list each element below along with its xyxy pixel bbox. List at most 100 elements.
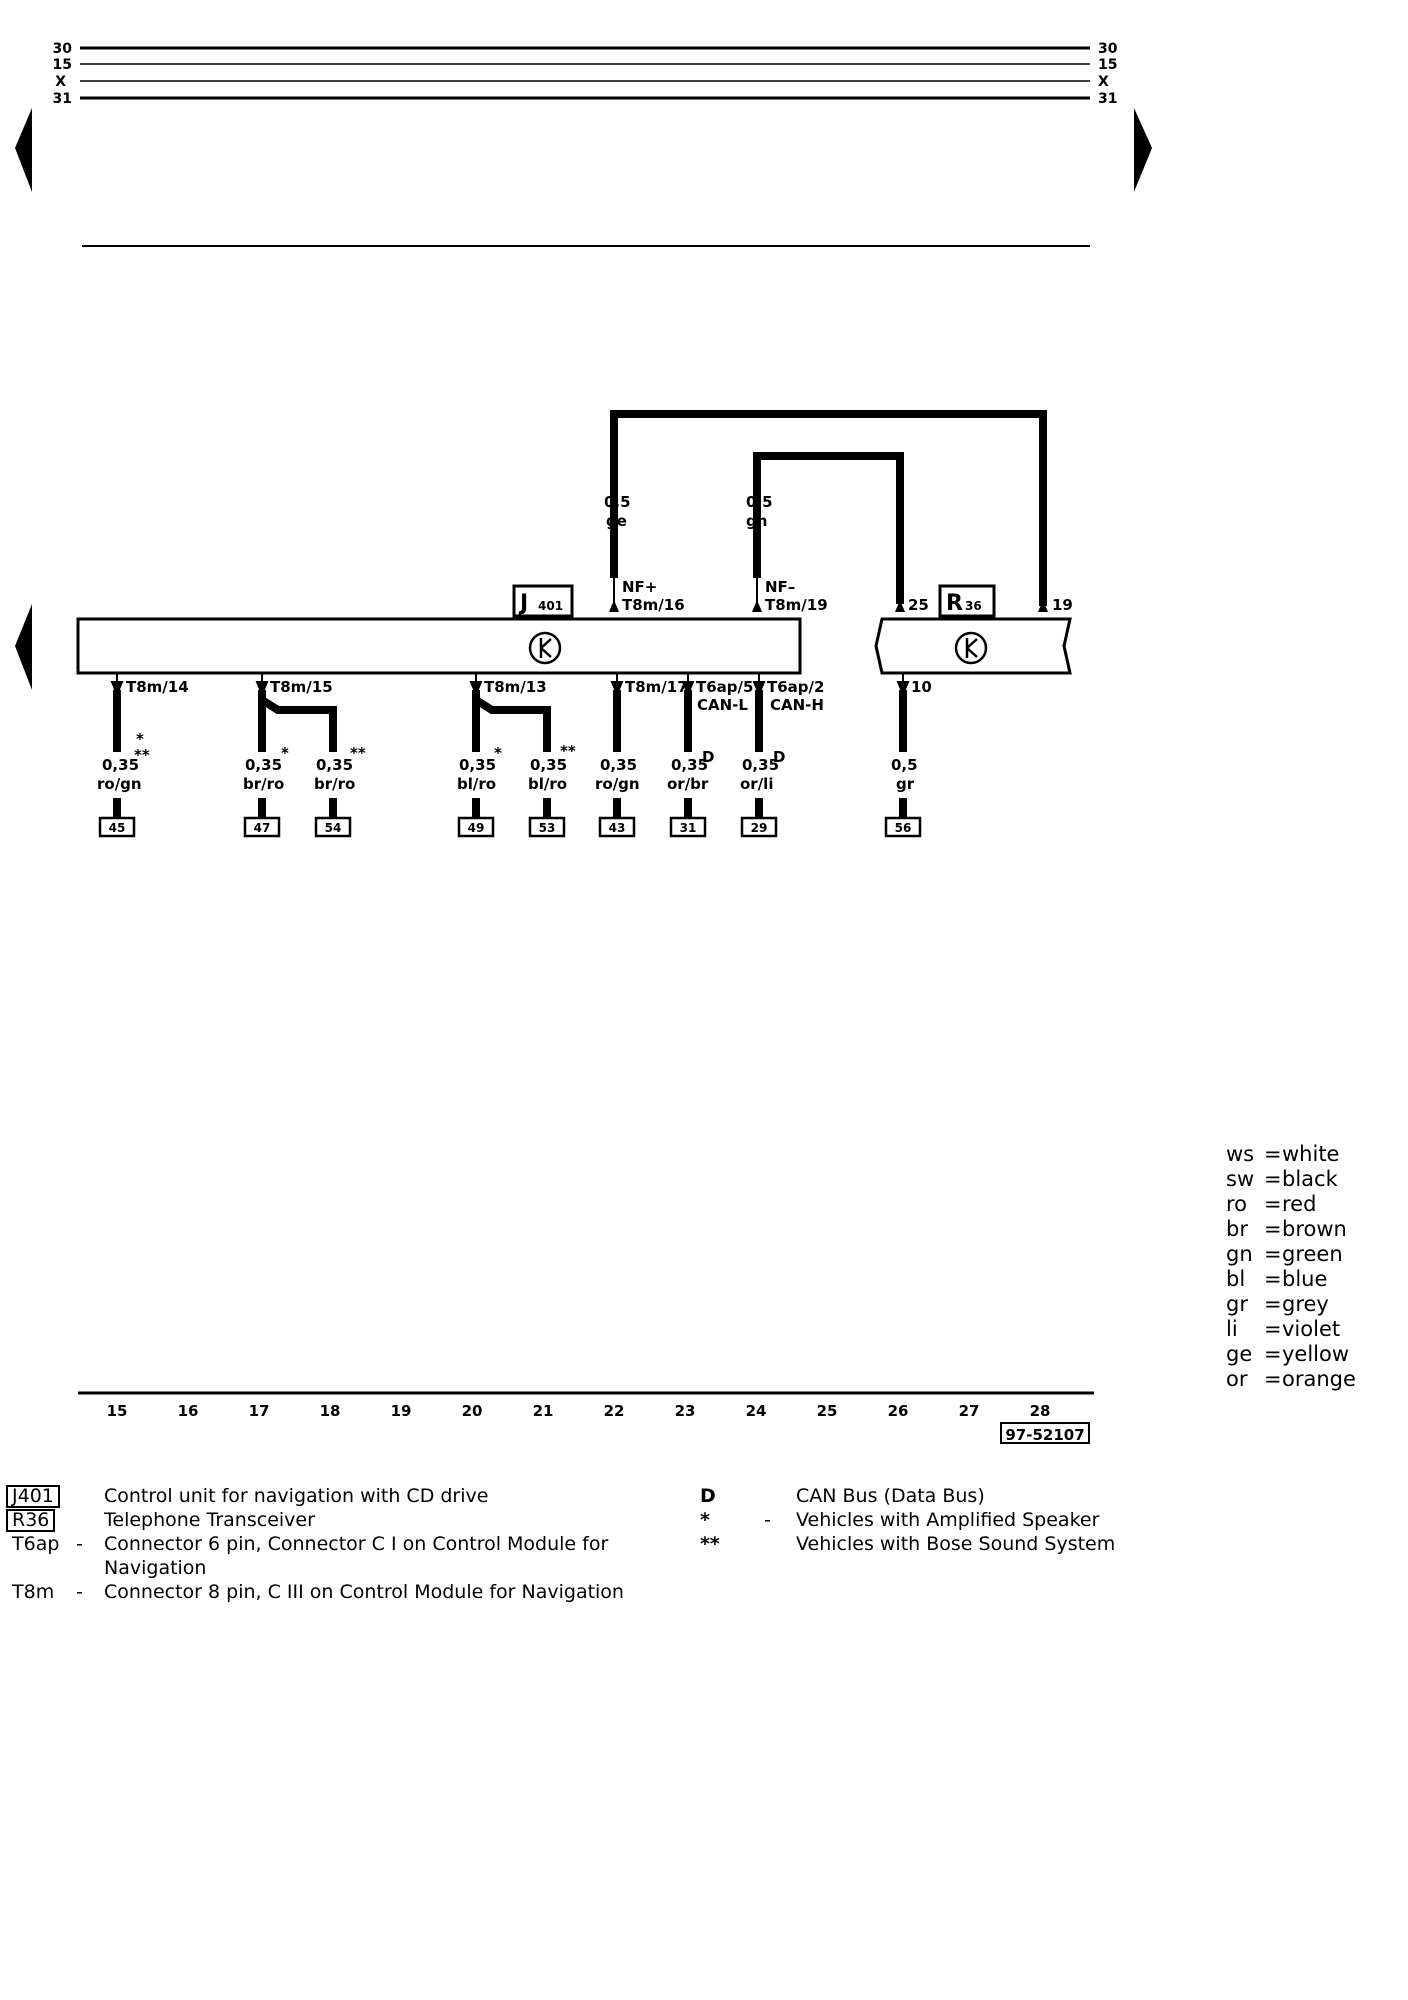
wire-7-color: or/br: [667, 775, 709, 793]
legend-equals: =: [1264, 1342, 1282, 1366]
pin-t8m15: T8m/15: [270, 678, 333, 696]
note-d-text: CAN Bus (Data Bus): [796, 1485, 985, 1507]
legend-abbr: bl: [1226, 1267, 1246, 1291]
wire-9-color: gr: [896, 775, 915, 793]
legend-name: black: [1282, 1167, 1338, 1191]
track-number-25: 25: [817, 1402, 838, 1420]
module-j401[interactable]: J 401: [76, 584, 802, 675]
ref-box-47[interactable]: [243, 816, 281, 838]
wire-8-mark: D: [773, 748, 785, 766]
wire-1-mark-amp: *: [136, 730, 144, 748]
legend-name: violet: [1282, 1317, 1341, 1341]
notes-left: J401 Control unit for navigation with CD…: [6, 1484, 686, 1604]
wire-5-color: bl/ro: [528, 775, 567, 793]
ref-29: 29: [751, 821, 768, 835]
legend-abbr: sw: [1226, 1167, 1255, 1191]
wire-1-color: ro/gn: [97, 775, 142, 793]
arrow-up-r36-25: [895, 600, 905, 612]
r36-code: R: [946, 591, 963, 616]
rail-15-label-right: 15: [1098, 57, 1117, 73]
pin-can-l: CAN-L: [697, 696, 748, 714]
legend-abbr: li: [1226, 1317, 1238, 1341]
r36-sub: 36: [965, 599, 982, 613]
wire-5-size: 0,35: [530, 756, 567, 774]
legend-row-or: or= orange: [1226, 1367, 1356, 1392]
wire-gn-color: gn: [746, 512, 767, 530]
wire-3-color: br/ro: [314, 775, 355, 793]
note-t8m-text: Connector 8 pin, C III on Control Module…: [104, 1581, 624, 1603]
legend-abbr: ge: [1226, 1342, 1253, 1366]
legend-equals: =: [1264, 1267, 1282, 1291]
module-r36[interactable]: R 36: [874, 584, 1072, 675]
ref-box-49[interactable]: [457, 816, 495, 838]
continue-right-arrow-top[interactable]: [1134, 108, 1152, 192]
wire-7-size: 0,35: [671, 756, 708, 774]
note-t6ap-sep: -: [76, 1533, 83, 1555]
legend-row-gr: gr = grey: [1226, 1292, 1356, 1317]
ref-53: 53: [539, 821, 556, 835]
wire-gn-loop: [753, 452, 904, 604]
ref-box-54[interactable]: [314, 816, 352, 838]
ref-47: 47: [254, 821, 271, 835]
ref-43: 43: [609, 821, 626, 835]
ref-31: 31: [680, 821, 697, 835]
r36-pin-19: 19: [1052, 596, 1073, 614]
track-number-19: 19: [391, 1402, 412, 1420]
pin-t8m16: T8m/16: [622, 596, 685, 614]
wire-gn-size: 0,5: [746, 493, 773, 511]
ref-box-45[interactable]: [98, 816, 136, 838]
legend-name: white: [1282, 1142, 1340, 1166]
rail-31-label-right: 31: [1098, 91, 1117, 107]
wire-4-color: bl/ro: [457, 775, 496, 793]
ref-45: 45: [109, 821, 126, 835]
j401-code: J: [518, 591, 528, 616]
rail-31-label-left: 31: [53, 91, 72, 107]
track-number-17: 17: [249, 1402, 270, 1420]
note-j401-text: Control unit for navigation with CD driv…: [104, 1485, 489, 1507]
note-r36-text: Telephone Transceiver: [104, 1509, 315, 1531]
pin-t8m19: T8m/19: [765, 596, 828, 614]
ref-box-43[interactable]: [598, 816, 636, 838]
pin-t6ap2: T6ap/2: [767, 678, 824, 696]
wire-2-color: br/ro: [243, 775, 284, 793]
legend-abbr: ws: [1226, 1142, 1255, 1166]
notes-right: D CAN Bus (Data Bus) * - Vehicles with A…: [700, 1484, 1150, 1564]
legend-equals: =: [1264, 1142, 1282, 1166]
legend-equals: =: [1264, 1292, 1282, 1316]
note-amp-sep: -: [764, 1509, 771, 1531]
lower-arrows: [110, 673, 910, 697]
ref-box-56[interactable]: [884, 816, 922, 838]
wire-8-size: 0,35: [742, 756, 779, 774]
track-number-22: 22: [604, 1402, 625, 1420]
legend-abbr: br: [1226, 1217, 1248, 1241]
legend-row-ge: ge= yellow: [1226, 1342, 1356, 1367]
track-number-26: 26: [888, 1402, 909, 1420]
track-number-28: 28: [1030, 1402, 1051, 1420]
note-t8m-sep: -: [76, 1581, 83, 1603]
wire-6-size: 0,35: [600, 756, 637, 774]
arrow-up-r36-19: [1038, 600, 1048, 612]
ref-box-31[interactable]: [669, 816, 707, 838]
continue-left-arrow-top[interactable]: [15, 108, 32, 192]
legend-abbr: gr: [1226, 1292, 1248, 1316]
wire-6-color: ro/gn: [595, 775, 640, 793]
legend-name: blue: [1282, 1267, 1328, 1291]
legend-abbr: gn: [1226, 1242, 1253, 1266]
wire-ge-loop: [610, 410, 1047, 606]
r36-symbol-icon: [954, 631, 988, 665]
pin-t6ap5: T6ap/5: [696, 678, 753, 696]
ref-box-29[interactable]: [740, 816, 778, 838]
track-number-16: 16: [178, 1402, 199, 1420]
wire-7-mark: D: [702, 748, 714, 766]
ref-box-53[interactable]: [528, 816, 566, 838]
pin-nf-minus: NF–: [765, 578, 795, 596]
j401-sub: 401: [538, 599, 563, 613]
j401-symbol-icon: [528, 631, 562, 665]
note-amp-code: *: [700, 1509, 710, 1531]
continue-left-arrow-mid[interactable]: [15, 604, 32, 690]
legend-row-bl: bl = blue: [1226, 1267, 1356, 1292]
legend-name: grey: [1282, 1292, 1329, 1316]
r36-pin-10: 10: [911, 678, 932, 696]
